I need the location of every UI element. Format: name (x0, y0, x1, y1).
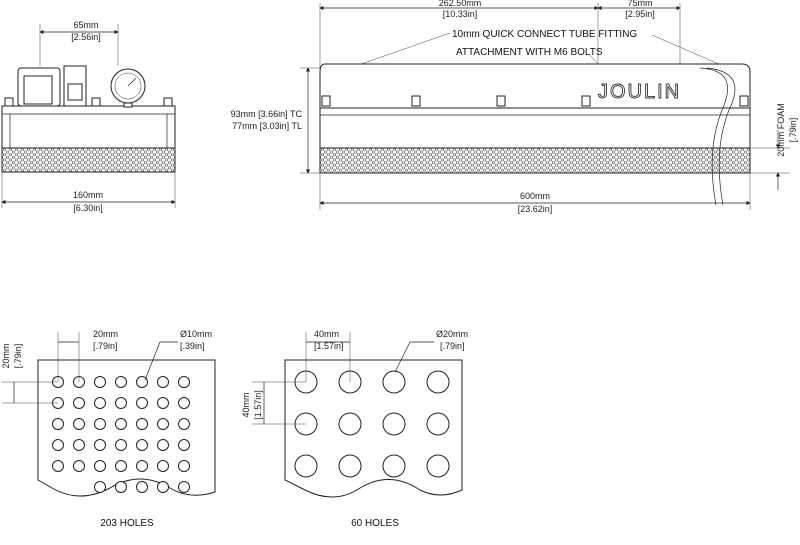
hole (426, 454, 450, 478)
hole (94, 376, 106, 388)
bolt-icon (739, 95, 749, 107)
hole (52, 418, 64, 430)
hole (382, 412, 406, 436)
small-pitch-x-mm: 20mm (93, 329, 118, 339)
large-pitch-y-mm: 40mm (241, 392, 251, 417)
hole (115, 418, 127, 430)
hole (157, 481, 169, 493)
hole (178, 481, 190, 493)
small-diameter-mm: Ø10mm (180, 329, 212, 339)
hole (115, 460, 127, 472)
hole (115, 397, 127, 409)
hole (115, 376, 127, 388)
hole (294, 454, 318, 478)
front-top-dim-mm: 65mm (73, 20, 98, 30)
callout-bolts: ATTACHMENT WITH M6 BOLTS (456, 47, 603, 58)
hole-grid-small (52, 376, 190, 493)
side-body (319, 107, 751, 149)
hole (73, 460, 85, 472)
foam-dim-in: [.79in] (788, 118, 798, 143)
hole (157, 460, 169, 472)
hole (338, 412, 362, 436)
side-foam (319, 147, 751, 174)
front-view: 65mm [2.56in] 160mm [6.30in] (1, 20, 176, 213)
pattern-large: 40mm [1.57in] 40mm [1.57in] Ø20mm [.79in… (241, 329, 468, 529)
side-top-dim-mm: 262.50mm (439, 0, 482, 8)
length-mm: 600mm (520, 191, 550, 201)
hole (115, 439, 127, 451)
front-foam (1, 147, 176, 173)
hole (178, 376, 190, 388)
front-body (1, 105, 176, 149)
hole (178, 418, 190, 430)
hole (94, 397, 106, 409)
hole (157, 376, 169, 388)
foam-dim-mm: 20mm FOAM (776, 103, 786, 157)
hole (382, 370, 406, 394)
side-view: 262.50mm [10.33in] 75mm [2.95in] 10mm QU… (231, 0, 798, 214)
bolt-icon (91, 97, 101, 107)
bolt-icon (581, 95, 591, 107)
hole (115, 481, 127, 493)
small-pitch-y-in: [.79in] (13, 344, 23, 369)
hole (136, 418, 148, 430)
side-housing (319, 63, 751, 109)
hole (136, 439, 148, 451)
length-in: [23.62in] (518, 204, 553, 214)
height-tc: 93mm [3.66in] TC (231, 109, 303, 119)
hole (136, 460, 148, 472)
side-top-dim-in: [10.33in] (443, 9, 478, 19)
hole (157, 397, 169, 409)
large-diameter-mm: Ø20mm (436, 329, 468, 339)
front-bottom-dim-in: [6.30in] (73, 203, 103, 213)
callout-fitting: 10mm QUICK CONNECT TUBE FITTING (452, 29, 637, 40)
hole (94, 439, 106, 451)
hole (426, 370, 450, 394)
brand-logo: JOULIN (598, 81, 681, 103)
hole (52, 439, 64, 451)
hole (178, 397, 190, 409)
hole (94, 481, 106, 493)
side-right-dim-mm: 75mm (627, 0, 652, 8)
hole (94, 418, 106, 430)
large-pitch-x-mm: 40mm (314, 329, 339, 339)
bolt-icon (411, 95, 421, 107)
hole (178, 460, 190, 472)
front-top-dim-in: [2.56in] (71, 32, 101, 42)
large-diameter-in: [.79in] (440, 341, 465, 351)
hole (382, 454, 406, 478)
large-pitch-y-in: [1.57in] (253, 390, 263, 420)
bolt-icon (496, 95, 506, 107)
hole (157, 439, 169, 451)
bolt-icon (163, 97, 173, 107)
pattern-small: 20mm [.79in] 20mm [.79in] Ø10mm [.39in] … (1, 329, 216, 529)
side-right-dim-in: [2.95in] (625, 9, 655, 19)
hole (94, 460, 106, 472)
hole (338, 454, 362, 478)
small-diameter-in: [.39in] (180, 341, 205, 351)
hole (52, 460, 64, 472)
front-bottom-dim-mm: 160mm (73, 190, 103, 200)
hole (73, 397, 85, 409)
large-pitch-x-in: [1.57in] (314, 341, 344, 351)
height-tl: 77mm [3.03in] TL (232, 121, 302, 131)
hole (136, 481, 148, 493)
plate-large (284, 359, 463, 498)
hole (73, 418, 85, 430)
hole (136, 376, 148, 388)
hole-grid-large (294, 370, 450, 478)
bolt-icon (321, 95, 331, 107)
hole (136, 397, 148, 409)
small-caption: 203 HOLES (100, 518, 154, 529)
hole (73, 439, 85, 451)
hole (157, 418, 169, 430)
small-pitch-x-in: [.79in] (93, 341, 118, 351)
hole (178, 439, 190, 451)
small-pitch-y-mm: 20mm (1, 343, 11, 368)
hole (426, 412, 450, 436)
large-caption: 60 HOLES (351, 518, 399, 529)
bolt-icon (4, 97, 14, 107)
